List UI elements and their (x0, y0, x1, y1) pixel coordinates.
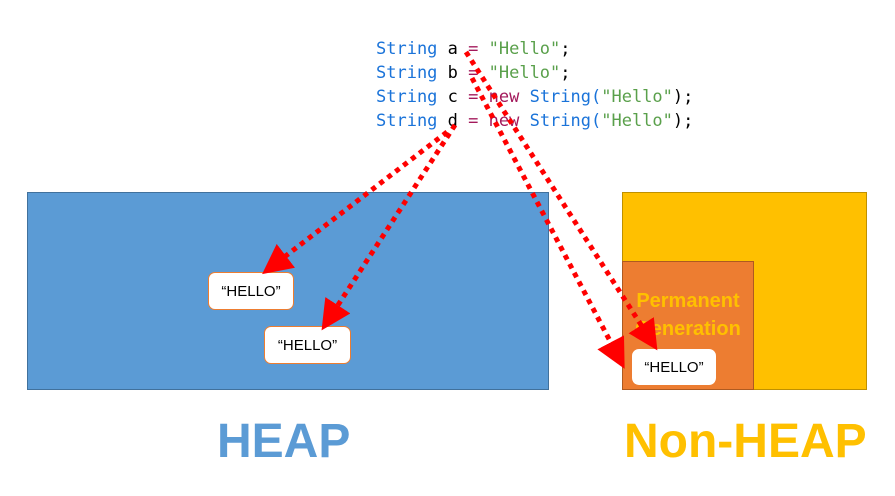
var: d (447, 111, 458, 131)
var: c (447, 87, 458, 107)
literal: "Hello" (601, 111, 673, 131)
nonheap-label: Non-HEAP (624, 415, 867, 468)
perm-label-2: Generation (635, 318, 741, 340)
end: ; (560, 63, 571, 83)
heap-label: HEAP (217, 415, 351, 468)
new-keyword: new (488, 87, 520, 107)
keyword: String (376, 111, 438, 131)
op: = (468, 39, 479, 59)
literal: "Hello" (488, 63, 561, 83)
keyword: String (376, 39, 438, 59)
var: a (447, 39, 458, 59)
end: ; (560, 39, 571, 59)
var: b (447, 63, 458, 83)
end: ); (672, 111, 694, 131)
op: = (468, 63, 479, 83)
literal: "Hello" (488, 39, 561, 59)
op: = (468, 87, 479, 107)
arrow-c (262, 130, 449, 275)
arrow-d (321, 123, 458, 331)
keyword: String (376, 63, 438, 83)
heap-string-object-2: “HELLO” (264, 326, 351, 364)
keyword: String (376, 87, 438, 107)
perm-string-object: “HELLO” (632, 349, 716, 385)
op: = (468, 111, 479, 131)
arrow-b (469, 76, 625, 369)
perm-label-1: Permanent (636, 290, 740, 312)
heap-string-object-1: “HELLO” (208, 272, 294, 310)
literal: "Hello" (601, 87, 673, 107)
ctor: String( (529, 111, 602, 131)
ctor: String( (529, 87, 602, 107)
arrow-a (463, 50, 658, 351)
end: ); (672, 87, 694, 107)
